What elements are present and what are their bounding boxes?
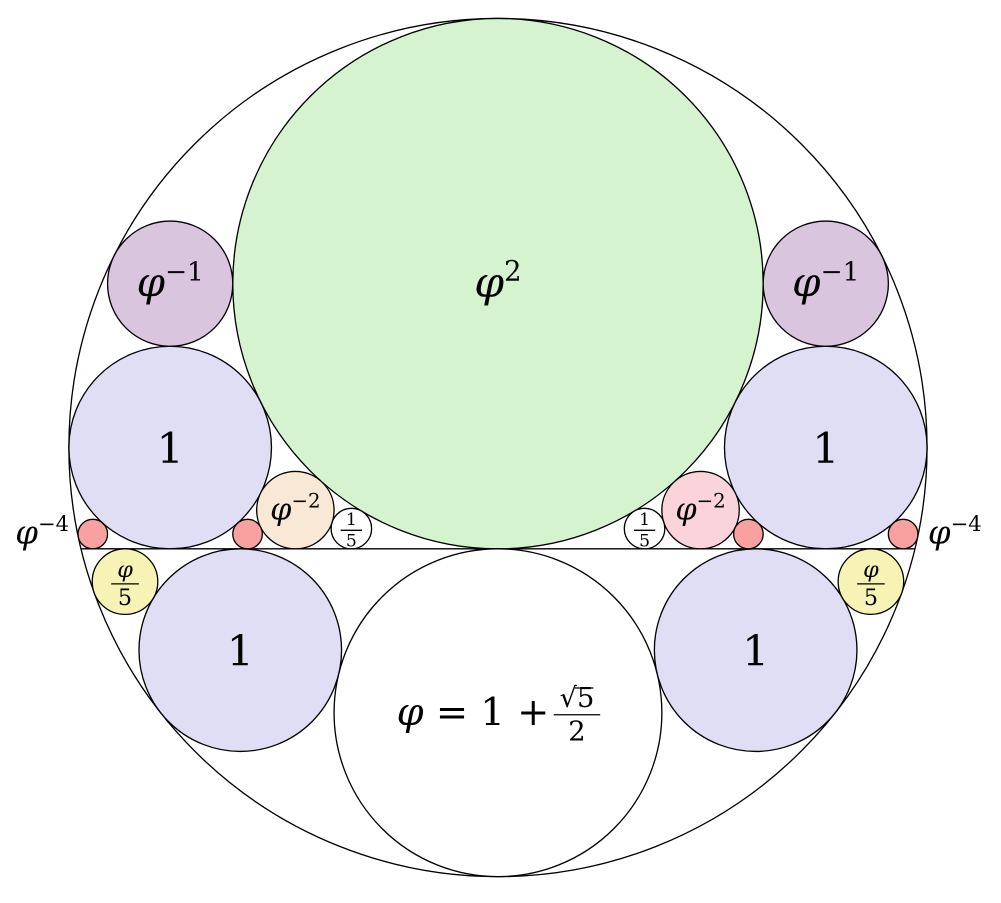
phi-circle-bottom-label: φ = 1 + √52 bbox=[397, 683, 601, 748]
unit-circle-lower-left-label: 1 bbox=[227, 627, 254, 676]
svg-text:2: 2 bbox=[568, 717, 585, 748]
svg-text:φ−2: φ−2 bbox=[675, 490, 725, 528]
phi-inverse-circle-left bbox=[106, 220, 234, 347]
svg-text:5: 5 bbox=[118, 585, 132, 611]
svg-text:5: 5 bbox=[639, 532, 650, 552]
unit-circle-upper-right-label: 1 bbox=[812, 425, 839, 474]
phi-inverse-circle-left-label: φ−1 bbox=[137, 257, 204, 305]
phi-inverse-circle-right bbox=[762, 220, 890, 347]
phi-fifth-circle-right-label: φ5 bbox=[857, 557, 885, 611]
svg-text:1: 1 bbox=[812, 425, 839, 474]
svg-text:φ: φ bbox=[863, 557, 879, 583]
phi-circle-bottom bbox=[333, 548, 663, 878]
phi-fifth-circle-right bbox=[837, 548, 905, 616]
one-fifth-circle-right-label: 15 bbox=[633, 510, 656, 552]
svg-text:φ = 1 +: φ = 1 + bbox=[397, 690, 550, 735]
phi-minus4-label-left: φ−4 bbox=[15, 511, 69, 551]
svg-text:1: 1 bbox=[157, 425, 184, 474]
svg-text:φ−2: φ−2 bbox=[270, 490, 320, 528]
phi-minus2-circle-left-label: φ−2 bbox=[270, 490, 320, 528]
svg-text:5: 5 bbox=[864, 585, 878, 611]
phi-minus2-circle-right bbox=[661, 470, 740, 550]
svg-text:φ−4: φ−4 bbox=[928, 511, 982, 551]
unit-circle-upper-left-label: 1 bbox=[157, 425, 184, 474]
svg-text:φ−4: φ−4 bbox=[15, 511, 69, 551]
svg-text:5: 5 bbox=[346, 532, 357, 552]
unit-circle-lower-right-label: 1 bbox=[742, 627, 769, 676]
svg-text:φ−1: φ−1 bbox=[137, 257, 204, 305]
phi-minus2-circle-left bbox=[256, 470, 335, 550]
svg-text:1: 1 bbox=[227, 627, 254, 676]
phi-fifth-circle-left-label: φ5 bbox=[111, 557, 139, 611]
phi-minus2-circle-right-label: φ−2 bbox=[675, 490, 725, 528]
phi-fifth-circle-left bbox=[91, 548, 159, 616]
svg-text:φ2: φ2 bbox=[474, 254, 521, 307]
svg-text:φ: φ bbox=[117, 557, 133, 583]
phi-minus4-circle-inner-right bbox=[732, 518, 764, 550]
svg-text:1: 1 bbox=[346, 510, 357, 530]
svg-text:1: 1 bbox=[742, 627, 769, 676]
phi-minus4-circle-outer-right bbox=[887, 518, 919, 550]
phi-minus4-circle-outer-left bbox=[77, 518, 109, 550]
one-fifth-circle-right bbox=[623, 507, 666, 550]
svg-text:1: 1 bbox=[639, 510, 650, 530]
unit-circle-lower-left bbox=[138, 548, 343, 753]
svg-text:φ−1: φ−1 bbox=[792, 257, 859, 305]
unit-circle-lower-right bbox=[653, 548, 858, 753]
one-fifth-circle-left bbox=[330, 507, 373, 550]
phi-minus4-label-right: φ−4 bbox=[928, 511, 982, 551]
one-fifth-circle-left-label: 15 bbox=[340, 510, 363, 552]
phi-inverse-circle-right-label: φ−1 bbox=[792, 257, 859, 305]
phi-squared-circle-label: φ2 bbox=[474, 254, 521, 307]
phi-minus4-circle-inner-left bbox=[232, 518, 263, 550]
